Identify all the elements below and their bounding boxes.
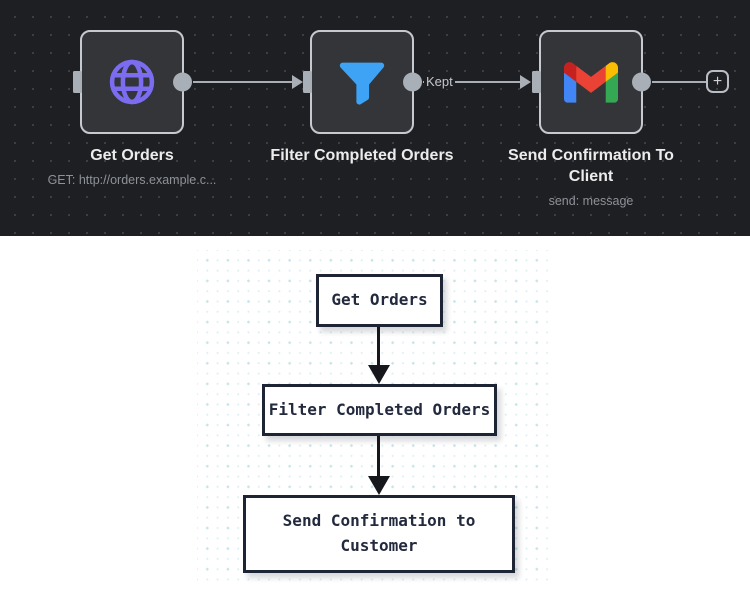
connection-get-orders-to-filter[interactable] <box>193 81 293 83</box>
input-handle[interactable] <box>303 71 312 93</box>
node-label-block: Filter Completed Orders <box>242 145 482 166</box>
flowchart-box-send-confirmation[interactable]: Send Confirmation to Customer <box>243 495 515 573</box>
node-title: Filter Completed Orders <box>270 147 454 164</box>
connection-arrowhead-icon <box>292 75 303 89</box>
node-label-block: Send Confirmation To Client send: messag… <box>496 145 686 212</box>
input-handle[interactable] <box>73 71 82 93</box>
node-send-confirmation[interactable] <box>532 30 651 134</box>
filter-icon <box>339 62 385 105</box>
flow-arrowhead-icon <box>368 476 390 495</box>
node-label-block: Get Orders GET: http://orders.example.c.… <box>22 145 242 191</box>
gmail-icon <box>564 61 618 103</box>
add-node-button[interactable]: + <box>706 70 729 93</box>
globe-icon <box>109 59 155 105</box>
flowchart-box-get-orders[interactable]: Get Orders <box>316 274 443 327</box>
flow-arrow-line[interactable] <box>377 327 380 365</box>
flowchart-canvas[interactable]: Get Orders Filter Completed Orders Send … <box>0 236 750 590</box>
node-filter-completed-orders[interactable] <box>303 30 422 134</box>
output-handle[interactable] <box>632 72 651 92</box>
node-subtitle: GET: http://orders.example.c... <box>47 173 217 187</box>
workflow-canvas[interactable]: Kept + Get Orders GET: http://orders.exa… <box>0 0 750 236</box>
node-subtitle: send: message <box>548 194 634 208</box>
flow-arrowhead-icon <box>368 365 390 384</box>
flowchart-box-label: Filter Completed Orders <box>268 399 491 419</box>
node-title: Send Confirmation To Client <box>508 147 674 185</box>
flowchart-box-filter-completed-orders[interactable]: Filter Completed Orders <box>262 384 497 436</box>
node-title: Get Orders <box>90 147 174 164</box>
connection-output-label: Kept <box>424 74 455 89</box>
connection-filter-to-gmail[interactable] <box>423 81 521 83</box>
input-handle[interactable] <box>532 71 541 93</box>
output-handle[interactable] <box>173 72 192 92</box>
connection-arrowhead-icon <box>520 75 531 89</box>
flowchart-box-label: Send Confirmation to Customer <box>282 511 476 555</box>
flowchart-box-label: Get Orders <box>331 290 428 310</box>
node-get-orders[interactable] <box>73 30 192 134</box>
output-handle[interactable] <box>403 72 422 92</box>
flow-arrow-line[interactable] <box>377 436 380 476</box>
connection-gmail-to-add[interactable] <box>652 81 706 83</box>
